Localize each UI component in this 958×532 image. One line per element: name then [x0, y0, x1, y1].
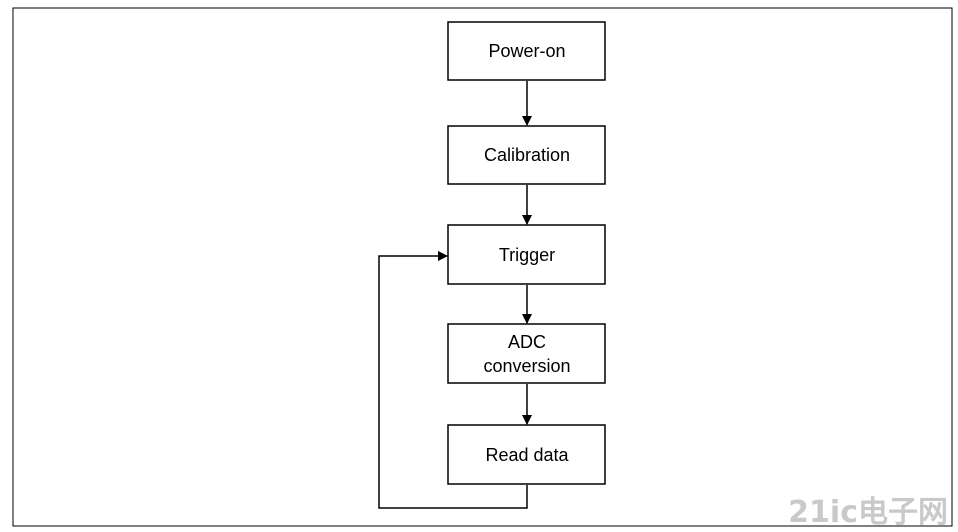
- nodes: Power-on Calibration Trigger ADC convers…: [447, 21, 606, 485]
- node-calibration-label: Calibration: [484, 145, 570, 165]
- node-adc-conversion-label-line-1: ADC: [508, 332, 546, 352]
- edge-read-data-loop-to-trigger: [378, 251, 528, 509]
- node-trigger-box: [447, 224, 606, 285]
- node-adc-conversion: ADC conversion: [447, 323, 606, 384]
- node-calibration: Calibration: [447, 125, 606, 185]
- diagram-frame: [12, 7, 953, 527]
- node-adc-conversion-label-line-2: conversion: [483, 356, 570, 376]
- node-power-on: Power-on: [447, 21, 606, 81]
- node-adc-conversion-box: [447, 323, 606, 384]
- node-power-on-box: [447, 21, 606, 81]
- edges: [378, 81, 532, 509]
- node-power-on-label: Power-on: [488, 41, 565, 61]
- watermark-logo: 21ic电子网: [788, 495, 948, 530]
- node-calibration-box: [447, 125, 606, 185]
- node-trigger-label: Trigger: [499, 245, 555, 265]
- node-read-data: Read data: [447, 424, 606, 485]
- node-read-data-box: [447, 424, 606, 485]
- node-trigger: Trigger: [447, 224, 606, 285]
- node-read-data-label: Read data: [485, 445, 569, 465]
